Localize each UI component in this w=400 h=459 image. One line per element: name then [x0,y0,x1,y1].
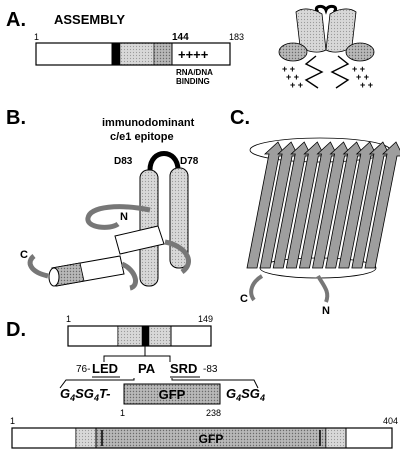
beta-strand [338,141,378,269]
panel-c-letter: C. [230,107,250,129]
a-num-end: 183 [229,32,244,42]
d-full-num-end: 404 [383,416,398,426]
d-right-suffix: -83 [203,364,218,375]
panel-b: B. immunodominant c/e1 epitope D83 D78 N… [6,107,199,291]
d-center-motif: PA [138,361,156,376]
d-left-motif: LED [92,361,118,376]
d-num-end: 149 [198,314,213,324]
d-full-gfp-label: GFP [199,432,224,446]
d-right-motif: SRD [170,361,197,376]
beta-strand [246,141,286,269]
d-gfp-insert: G4SG4T- GFP G4SG4 1 238 [60,383,265,418]
beta-strand [285,141,325,269]
a-num-mid: 144 [172,32,189,43]
panel-d: D. 1 149 76- LED PA SRD -83 G4SG4 [6,314,398,449]
d-gfp-num-start: 1 [120,408,125,418]
beta-strand [351,141,391,269]
a-protein-bar [35,42,231,66]
d-insertion-lines [59,378,259,389]
beta-strand [272,141,312,269]
d-gfp-num-end: 238 [206,408,221,418]
panel-d-letter: D. [6,319,26,341]
d-fusion-bar: GFP [11,427,393,449]
d-linker-left: G4SG4T- [60,386,111,403]
c-beta-helix [246,137,400,303]
panel-b-letter: B. [6,107,26,129]
panel-a: A. ASSEMBLY 1 144 183 ++++ RNA/DNA BINDI… [6,4,375,90]
d-full-num-start: 1 [10,416,15,426]
d-num-start: 1 [66,314,71,324]
d-gfp-label: GFP [159,387,186,402]
b-hairpin-structure [27,151,191,291]
a-dimer-schematic [278,4,375,89]
beta-strand [325,141,365,269]
d-linker-right: G4SG4 [226,386,265,403]
beta-strand [312,141,352,269]
a-binding-line1: RNA/DNA [176,68,213,77]
assembly-label: ASSEMBLY [54,12,125,27]
a-binding-line2: BINDING [176,77,210,86]
b-label-d83: D83 [114,156,133,167]
c-n-label: N [322,305,330,317]
beta-strand [259,141,299,269]
b-epitope-line2: c/e1 epitope [110,131,174,143]
b-c-label: C [20,249,28,261]
d-left-prefix: 76- [76,364,90,375]
c-c-label: C [240,293,248,305]
b-n-label: N [120,211,128,223]
a-side-plus-right: + ++ ++ + [352,64,373,90]
panel-c: C. C N [230,107,400,317]
b-epitope-line1: immunodominant [102,117,195,129]
a-num-start: 1 [34,32,39,42]
d-motif-row: 76- LED PA SRD -83 [76,346,218,378]
b-label-d78: D78 [180,156,199,167]
d-short-bar [67,325,212,347]
beta-strand [298,141,339,269]
panel-a-letter: A. [6,9,26,31]
a-side-plus-left: + ++ ++ + [282,64,303,90]
a-plus-signs: ++++ [178,47,209,62]
